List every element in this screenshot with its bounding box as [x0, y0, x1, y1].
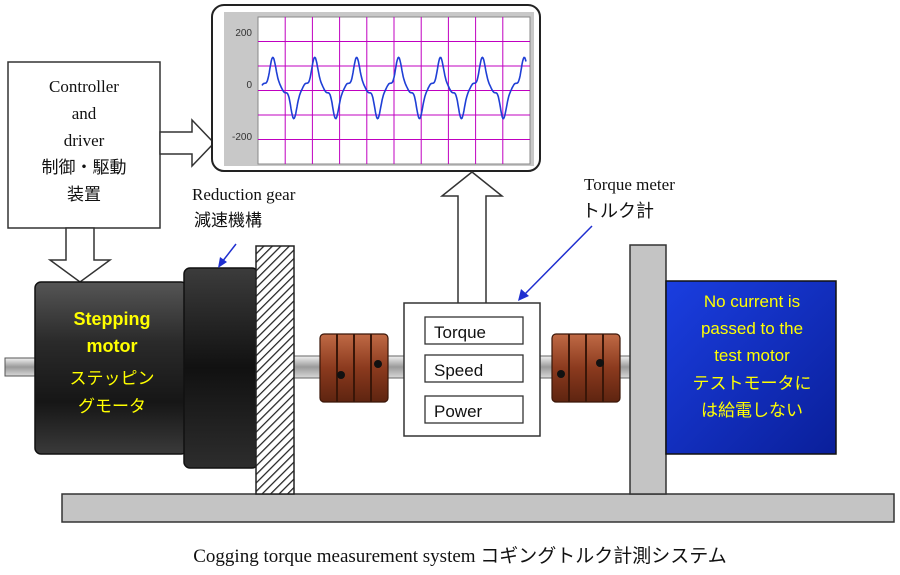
controller-label-line-4: 制御・駆動: [42, 158, 127, 177]
scope-ytick-minus-200: -200: [232, 132, 252, 143]
arrow-controller-to-scope: [159, 118, 216, 168]
readout-torque-box: [424, 316, 524, 345]
stepping-motor-label-en-2: motor: [87, 336, 138, 356]
readout-power-box: [424, 395, 524, 424]
coupling-left: [319, 333, 389, 403]
test-motor-line-2: passed to the: [701, 319, 803, 338]
coupling-left-screw-2: [374, 360, 382, 368]
base-plate: [61, 493, 895, 523]
stepping-motor-label-jp-1: ステッピン: [70, 369, 155, 388]
coupling-right-screw-1: [557, 370, 565, 378]
reduction-gear-label-en: Reduction gear: [192, 185, 296, 204]
scope-ytick-200: 200: [235, 28, 252, 39]
scope-window: 200 0 -200: [211, 4, 541, 172]
test-motor: No current is passed to the test motor テ…: [665, 280, 837, 455]
test-motor-line-1: No current is: [704, 292, 800, 311]
torque-meter-label-en: Torque meter: [584, 175, 675, 194]
support-post-right: [629, 244, 667, 495]
torque-meter-pointer: [518, 225, 593, 301]
diagram-caption: Cogging torque measurement system コギングトル…: [193, 545, 727, 567]
stepping-motor-label-en-1: Stepping: [74, 309, 151, 329]
stepping-motor: Stepping motor ステッピン グモータ: [34, 281, 188, 455]
readout-torque-label: Torque: [434, 323, 486, 342]
readout-speed-label: Speed: [434, 361, 483, 380]
test-motor-line-5: は給電しない: [701, 401, 803, 420]
support-wall-left: [255, 245, 295, 495]
coupling-right: [551, 333, 621, 403]
scope-ytick-0: 0: [246, 80, 252, 91]
arrow-torquemeter-to-scope: [439, 171, 505, 306]
coupling-right-screw-2: [596, 359, 604, 367]
test-motor-line-4: テストモータに: [693, 374, 812, 393]
reduction-gear: [183, 267, 259, 469]
stepping-motor-label-jp-2: グモータ: [78, 397, 146, 416]
controller-label-line-1: Controller: [49, 77, 119, 96]
controller-label-line-5: 装置: [67, 185, 101, 204]
controller-box: Controller and driver 制御・駆動 装置: [7, 61, 161, 229]
arrow-controller-to-motor: [47, 227, 113, 283]
readout-power-label: Power: [434, 402, 483, 421]
controller-label-line-2: and: [72, 104, 97, 123]
scope-waveform: [261, 56, 527, 120]
torque-meter-label-jp: トルク計: [582, 201, 654, 221]
torque-meter: Torque Speed Power: [403, 302, 541, 437]
readout-speed-box: [424, 354, 524, 383]
reduction-gear-pointer: [218, 243, 237, 268]
reduction-gear-label-jp: 減速機構: [194, 211, 262, 230]
coupling-left-screw-1: [337, 371, 345, 379]
test-motor-line-3: test motor: [714, 346, 790, 365]
controller-label-line-3: driver: [64, 131, 105, 150]
